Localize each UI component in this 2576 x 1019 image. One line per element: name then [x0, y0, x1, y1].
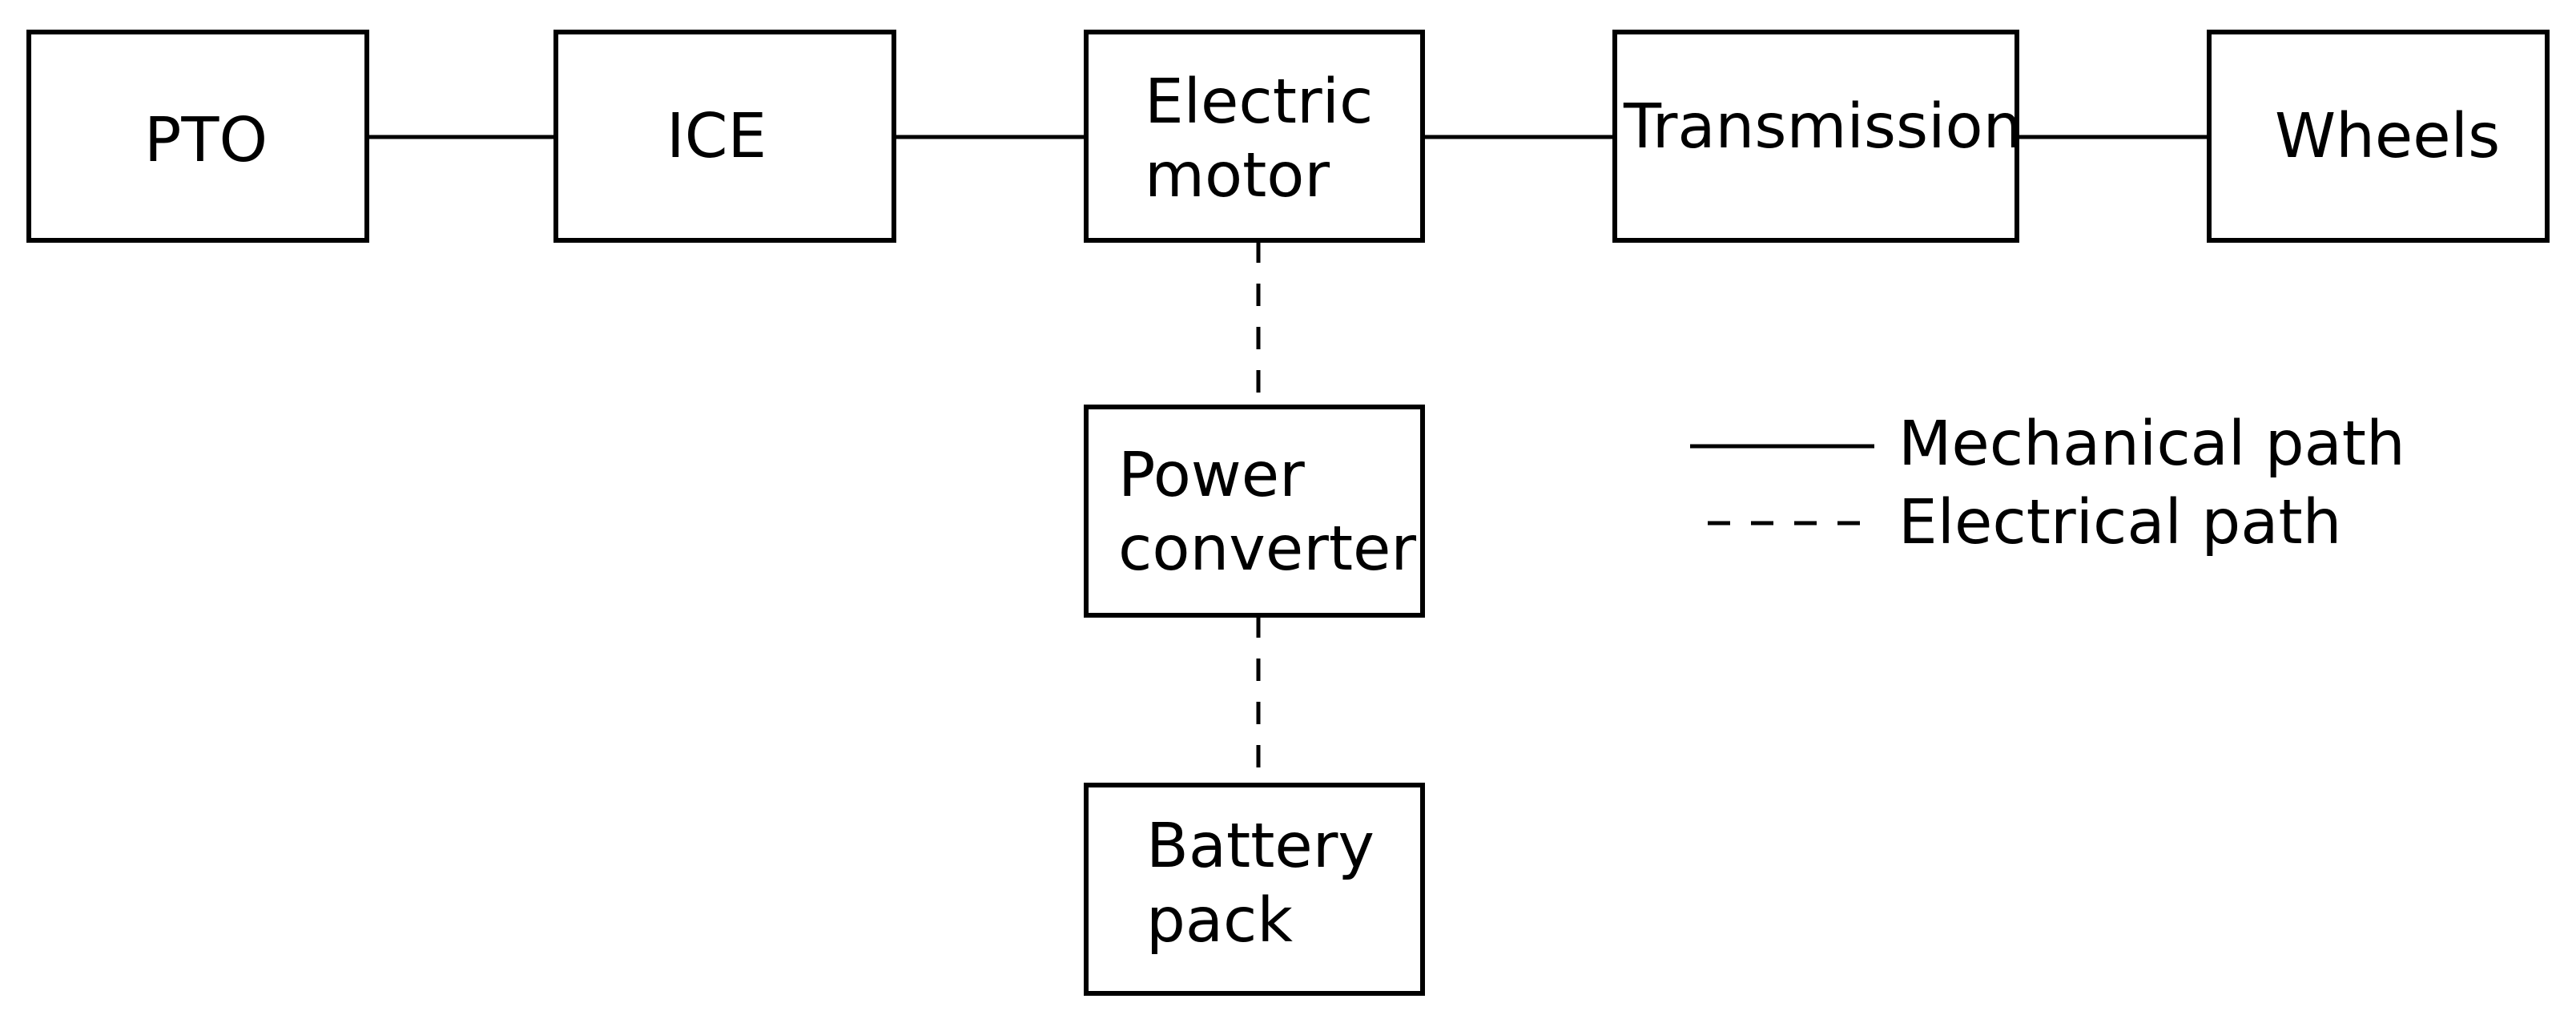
- block-wheels-label: Wheels: [2275, 101, 2500, 172]
- legend-mechanical-label: Mechanical path: [1898, 409, 2405, 480]
- block-power-converter-label-line2: converter: [1118, 514, 1416, 585]
- block-electric-motor-label-line1: Electric: [1145, 66, 1373, 138]
- legend: Mechanical path Electrical path: [1690, 409, 2405, 558]
- block-pto-label: PTO: [144, 105, 268, 176]
- block-pto: PTO: [26, 30, 369, 243]
- block-battery-pack-label-line2: pack: [1146, 885, 1293, 957]
- block-electric-motor-label-line2: motor: [1145, 140, 1330, 211]
- block-ice: ICE: [553, 30, 896, 243]
- block-power-converter: Power converter: [1084, 405, 1425, 618]
- block-battery-pack: Battery pack: [1084, 783, 1425, 996]
- block-transmission: Transmission: [1612, 30, 2022, 243]
- block-power-converter-label-line1: Power: [1118, 440, 1305, 511]
- block-wheels: Wheels: [2207, 30, 2550, 243]
- block-battery-pack-label-line1: Battery: [1146, 811, 1375, 882]
- legend-electrical-label: Electrical path: [1898, 487, 2341, 558]
- block-ice-label: ICE: [666, 101, 767, 172]
- block-transmission-label: Transmission: [1623, 91, 2022, 163]
- block-electric-motor: Electric motor: [1084, 30, 1425, 243]
